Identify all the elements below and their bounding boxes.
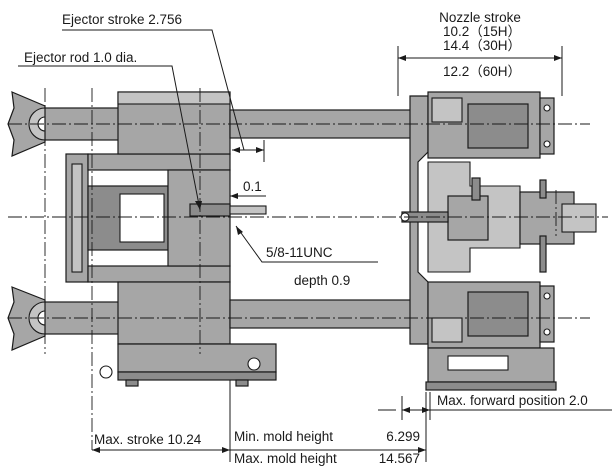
barrel-end bbox=[561, 203, 597, 233]
thread-label: 5/8-11UNC bbox=[266, 245, 333, 260]
moving-platen-flange-upper bbox=[117, 91, 231, 105]
base-foot bbox=[117, 371, 277, 381]
nozzle-block bbox=[447, 195, 489, 241]
injection-base-slot bbox=[447, 355, 509, 371]
max-stroke-label: Max. stroke 10.24 bbox=[94, 432, 202, 447]
center-lines bbox=[8, 88, 608, 450]
tie-bar-lower bbox=[229, 299, 427, 329]
flange-bolt-3 bbox=[543, 292, 551, 300]
flange-bolt-4 bbox=[543, 328, 551, 336]
nozzle-30h: 14.4（30H） bbox=[443, 38, 521, 53]
dimension-lines bbox=[18, 29, 612, 462]
base-bolt-left bbox=[99, 365, 113, 379]
ejector-rod bbox=[189, 203, 231, 217]
injection-unit bbox=[400, 91, 597, 391]
crosshead-top bbox=[87, 153, 231, 171]
ejector-rod-tip bbox=[229, 205, 267, 215]
moving-platen-center bbox=[167, 169, 231, 267]
lower-housing-block bbox=[467, 291, 529, 337]
injection-base-foot bbox=[425, 381, 557, 391]
upper-housing-cap bbox=[431, 97, 463, 123]
base-pad-left bbox=[125, 379, 139, 387]
fitting-right-bottom bbox=[539, 235, 547, 273]
flange-bolt-1 bbox=[543, 104, 551, 112]
nozzle-15h: 10.2（15H） bbox=[443, 24, 521, 39]
upper-housing-block bbox=[467, 103, 529, 149]
fitting-right-top bbox=[539, 179, 547, 199]
rear-bracket-inner bbox=[71, 163, 83, 273]
ejector-rod-label: Ejector rod 1.0 dia. bbox=[24, 50, 137, 65]
ejector-stroke-label: Ejector stroke 2.756 bbox=[62, 12, 182, 27]
labels: Ejector stroke 2.756 Ejector rod 1.0 dia… bbox=[24, 10, 588, 466]
max-forward-label: Max. forward position 2.0 bbox=[437, 393, 588, 408]
base-pad-right bbox=[235, 379, 249, 387]
clamp-unit bbox=[7, 91, 427, 387]
max-mold-label: Max. mold height bbox=[234, 451, 337, 466]
crosshead-slot bbox=[119, 193, 165, 243]
fitting-top bbox=[471, 177, 481, 201]
upper-flange bbox=[539, 97, 555, 155]
min-mold-value: 6.299 bbox=[386, 429, 420, 444]
lower-flange bbox=[539, 285, 555, 343]
depth-label: depth 0.9 bbox=[294, 273, 350, 288]
gap-label: 0.1 bbox=[243, 179, 262, 194]
nozzle-60h: 12.2（60H） bbox=[443, 64, 521, 79]
base-bolt-right bbox=[247, 357, 261, 371]
max-mold-value: 14.567 bbox=[379, 451, 420, 466]
moving-platen-lower bbox=[117, 281, 231, 345]
lower-housing-cap bbox=[431, 317, 463, 343]
crosshead-bottom bbox=[87, 265, 231, 283]
flange-bolt-2 bbox=[543, 140, 551, 148]
min-mold-label: Min. mold height bbox=[234, 429, 333, 444]
nozzle-stroke-title: Nozzle stroke bbox=[439, 10, 521, 25]
